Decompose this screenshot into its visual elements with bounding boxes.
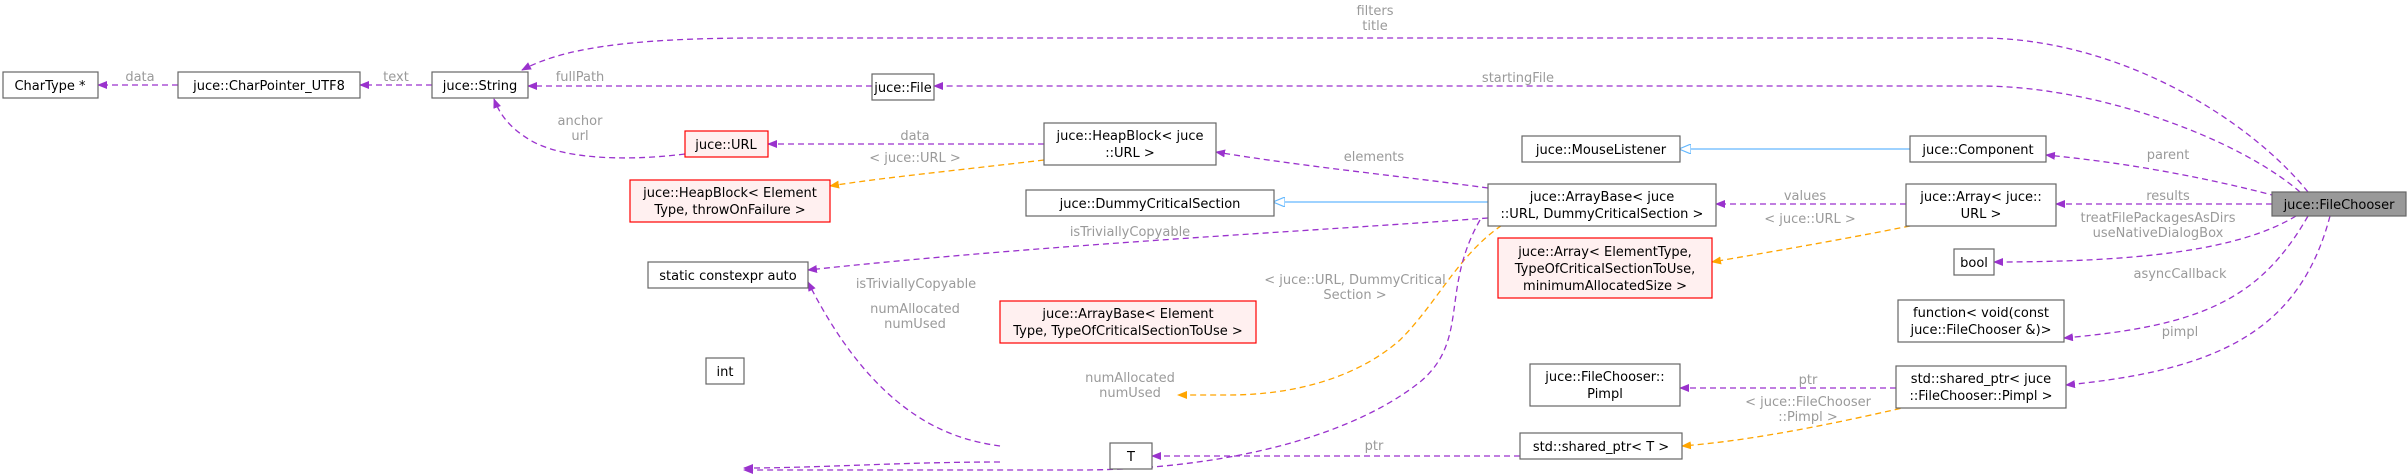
label-tmpl-array: < juce::URL > [1764,212,1856,227]
node-charpointer[interactable]: juce::CharPointer_UTF8 [177,71,361,99]
label-data-heap: data [900,129,929,144]
edge-istrivially-2 [807,281,1001,447]
label-tmpl-pimpl: < juce::FileChooser::Pimpl > [1745,395,1872,425]
label-data-chartype: data [125,70,154,85]
node-string[interactable]: juce::String [431,71,529,99]
node-int[interactable]: int [705,357,745,385]
edge-filters-title [521,37,2309,193]
edge-tmpl-pimpl [1681,403,1921,450]
edge-numalloc-2 [743,219,1481,474]
svg-text:juce::ArrayBase< ElementType,: juce::ArrayBase< ElementType, TypeOfCrit… [1012,307,1243,339]
edge-elements [1215,149,1489,189]
edge-startingFile [933,82,2301,193]
svg-text:static constexpr auto: static constexpr auto [659,269,797,284]
node-filechooser[interactable]: juce::FileChooser [2271,191,2407,217]
edge-numalloc-1 [743,461,1001,472]
node-bool[interactable]: bool [1953,248,1995,276]
edge-tmpl-heap [829,159,1045,189]
svg-text:int: int [717,365,734,380]
label-fullPath: fullPath [556,70,605,85]
label-parent: parent [2147,148,2190,163]
node-pimpl[interactable]: juce::FileChooser::Pimpl [1529,363,1681,407]
label-istrivially-1: isTriviallyCopyable [1070,225,1190,240]
svg-text:juce::String: juce::String [442,79,518,94]
label-values: values [1784,189,1827,204]
label-startingFile: startingFile [1482,71,1554,86]
svg-text:juce::HeapBlock< ElementType,: juce::HeapBlock< ElementType, throwOnFai… [642,186,817,218]
label-istrivially-2: isTriviallyCopyable [856,277,976,292]
node-url[interactable]: juce::URL [684,130,769,158]
svg-text:juce::DummyCriticalSection: juce::DummyCriticalSection [1059,197,1241,212]
node-sharedptr-pimpl[interactable]: std::shared_ptr< juce::FileChooser::Pimp… [1895,365,2067,409]
node-mouselistener[interactable]: juce::MouseListener [1521,135,1681,163]
node-arraybase-url[interactable]: juce::ArrayBase< juce::URL, DummyCritica… [1487,183,1717,227]
node-array-generic[interactable]: juce::Array< ElementType,TypeOfCriticalS… [1497,237,1713,299]
svg-text:CharType *: CharType * [14,79,86,94]
svg-text:juce::CharPointer_UTF8: juce::CharPointer_UTF8 [192,79,345,94]
label-ptr-pimpl: ptr [1799,373,1818,388]
node-array-url[interactable]: juce::Array< juce::URL > [1905,183,2057,227]
svg-text:juce::MouseListener: juce::MouseListener [1535,143,1667,158]
label-asyncCallback: asyncCallback [2134,267,2227,282]
edge-anchor-url [493,98,686,159]
edge-asyncCallback [2063,215,2309,342]
svg-text:juce::File: juce::File [873,81,932,96]
label-ptr-T: ptr [1365,439,1384,454]
node-sharedptr-T[interactable]: std::shared_ptr< T > [1519,432,1683,460]
svg-text:T: T [1126,450,1135,465]
label-tmpl-heap: < juce::URL > [869,151,961,166]
svg-text:juce::Component: juce::Component [1921,143,2033,158]
svg-text:juce::HeapBlock< juce::URL >: juce::HeapBlock< juce::URL > [1056,129,1204,161]
edge-parent [2045,151,2277,197]
svg-text:std::shared_ptr< juce::FileCho: std::shared_ptr< juce::FileChooser::Pimp… [1909,372,2052,404]
node-staticconstexpr[interactable]: static constexpr auto [647,261,809,289]
svg-text:juce::ArrayBase< juce::URL, Du: juce::ArrayBase< juce::URL, DummyCritica… [1501,190,1704,222]
label-results: results [2146,189,2190,204]
edge-treatfile [1993,215,2297,266]
node-file[interactable]: juce::File [871,73,935,101]
svg-text:juce::FileChooser: juce::FileChooser [2283,198,2396,213]
node-chartype[interactable]: CharType * [2,71,99,99]
node-heapblock-url[interactable]: juce::HeapBlock< juce::URL > [1043,122,1217,166]
node-T[interactable]: T [1109,442,1153,470]
svg-text:std::shared_ptr< T >: std::shared_ptr< T > [1533,440,1669,455]
node-dummycs[interactable]: juce::DummyCriticalSection [1025,189,1275,217]
svg-text:juce::Array< juce::URL >: juce::Array< juce::URL > [1919,190,2042,222]
svg-text:bool: bool [1960,256,1988,271]
edge-pimpl [2065,215,2331,389]
label-elements: elements [1344,150,1405,165]
svg-text:juce::FileChooser::Pimpl: juce::FileChooser::Pimpl [1544,370,1664,402]
svg-text:juce::URL: juce::URL [694,138,757,153]
node-component[interactable]: juce::Component [1909,135,2047,163]
svg-text:juce::Array< ElementType,TypeO: juce::Array< ElementType,TypeOfCriticalS… [1514,245,1696,294]
label-pimpl: pimpl [2162,325,2198,340]
label-text: text [383,70,409,85]
edge-tmpl-array [1711,223,1921,265]
edge-istrivially-1 [807,217,1489,274]
edge-tmpl-dummy [1177,219,1511,399]
